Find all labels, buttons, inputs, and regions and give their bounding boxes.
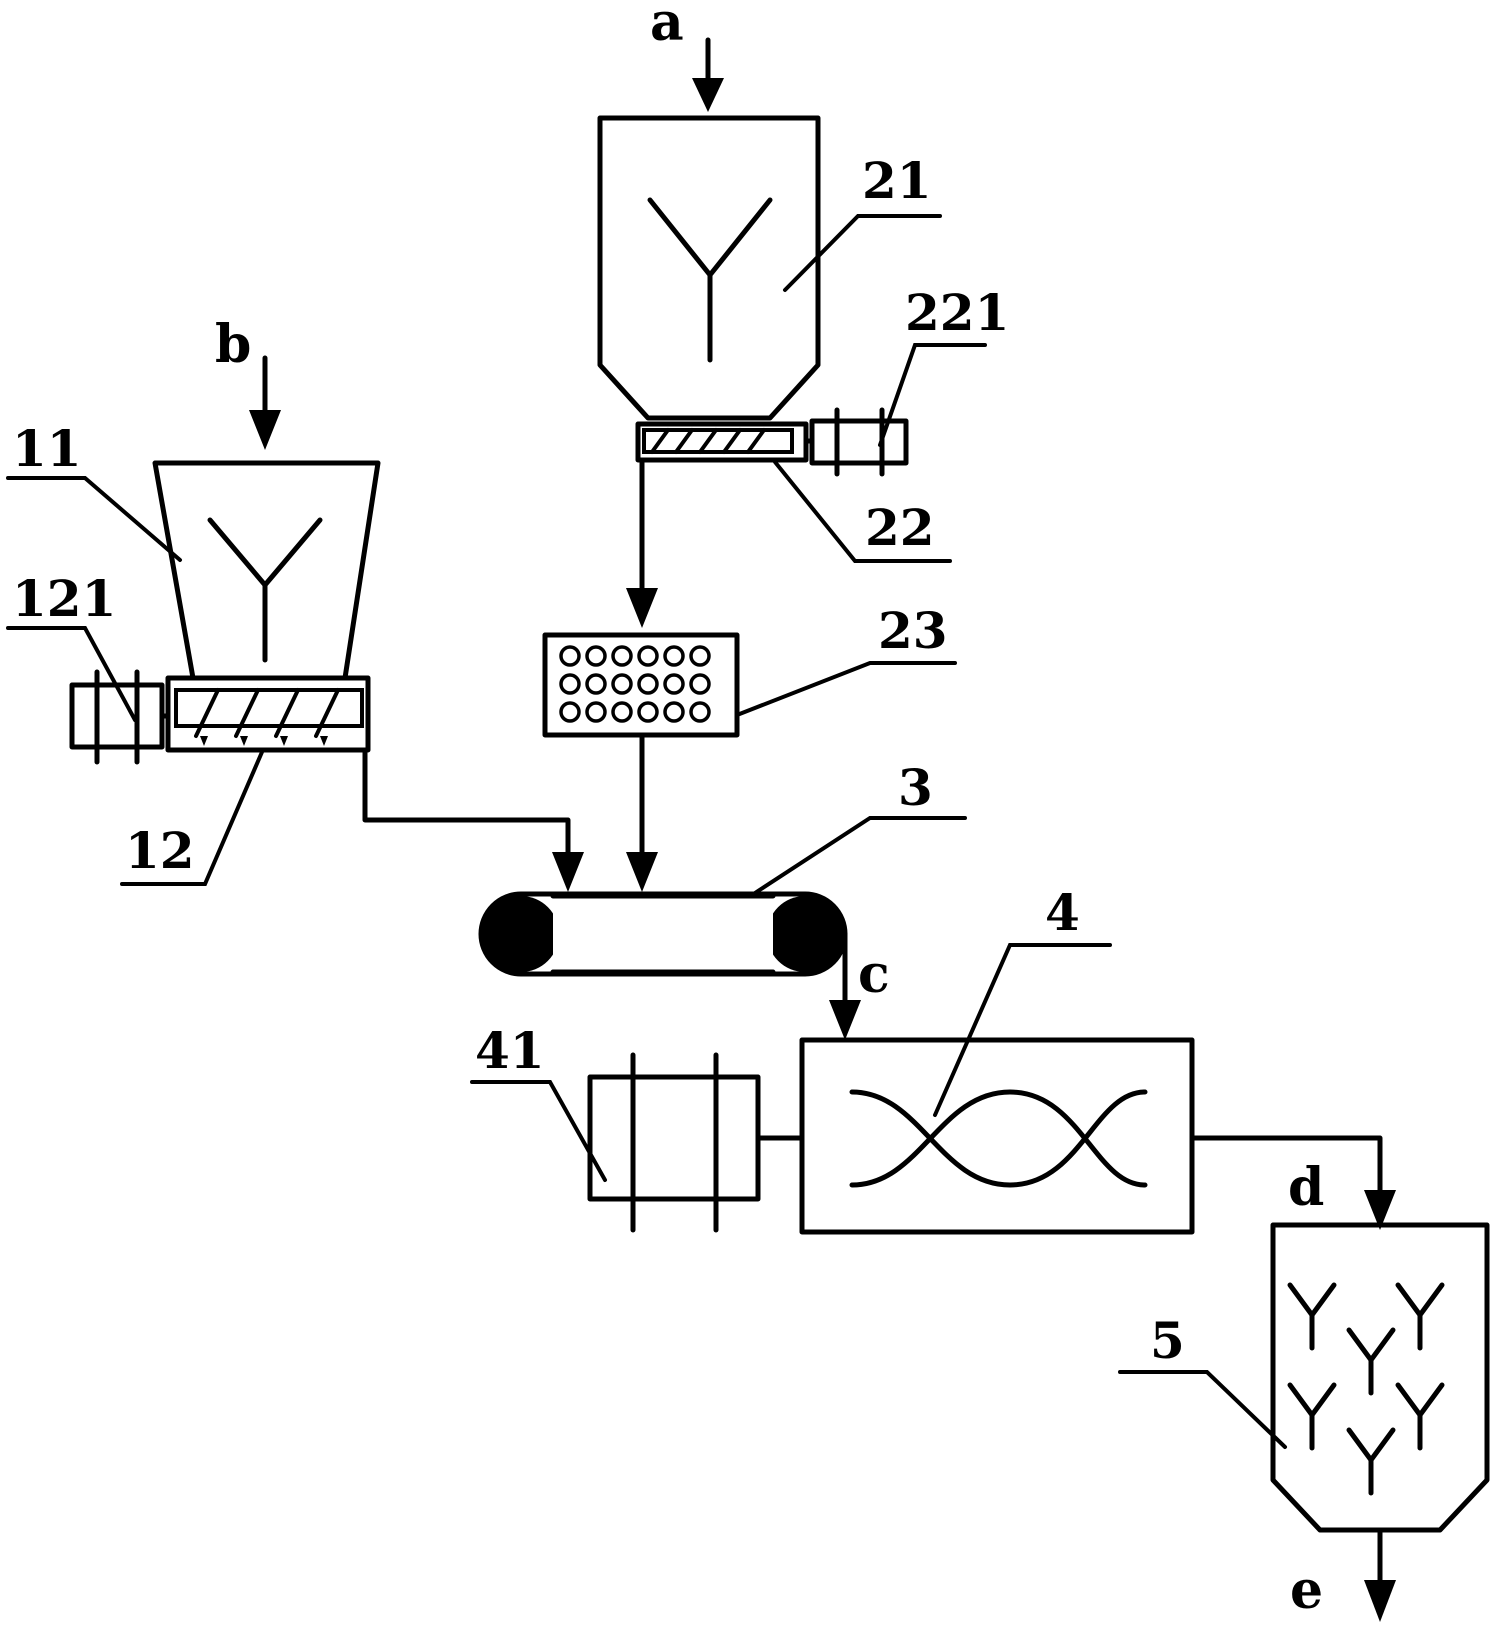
screw-feeder-12 <box>165 675 371 753</box>
flow-arrow-22-to-23 <box>626 457 658 628</box>
motor-41 <box>587 1052 805 1233</box>
label-12: 12 <box>125 821 195 880</box>
label-11: 11 <box>12 419 82 478</box>
flow-arrow-23-to-3 <box>626 732 658 892</box>
feed-arrow-b <box>249 355 281 450</box>
label-d: d <box>1288 1157 1324 1218</box>
crusher-23-rollers <box>559 645 711 723</box>
label-21: 21 <box>862 151 932 210</box>
leader-5 <box>1118 1370 1287 1449</box>
hopper-11 <box>152 460 381 681</box>
label-22: 22 <box>865 498 935 557</box>
label-3: 3 <box>898 758 933 817</box>
mixer-4-agitator <box>849 1089 1148 1188</box>
hopper-11-material-symbol <box>207 517 323 663</box>
label-c: c <box>858 944 890 1005</box>
label-121: 121 <box>12 569 116 628</box>
flow-arrow-d <box>1189 1135 1396 1230</box>
conveyor-3-left-pulley <box>483 896 559 972</box>
leader-4 <box>933 943 1112 1117</box>
label-e: e <box>1290 1560 1323 1621</box>
silo-5 <box>1270 1222 1490 1533</box>
label-221: 221 <box>905 283 1009 342</box>
leader-23 <box>735 661 957 717</box>
crusher-23 <box>542 632 740 738</box>
leader-21 <box>783 214 942 292</box>
screw-feeder-22 <box>635 421 815 463</box>
label-23: 23 <box>878 601 948 660</box>
flow-arrow-12-to-3 <box>362 747 584 892</box>
label-b: b <box>215 314 251 375</box>
leader-41 <box>470 1080 607 1182</box>
label-41: 41 <box>475 1021 545 1080</box>
hopper-21-material-symbol <box>647 197 773 363</box>
flow-arrow-c <box>829 931 861 1040</box>
leader-3 <box>753 816 967 895</box>
silo-5-material-symbols <box>1287 1282 1445 1496</box>
labels: a b c d e 11 121 12 21 221 22 23 3 4 41 … <box>12 0 1324 1621</box>
mixer-4 <box>799 1037 1195 1235</box>
label-a: a <box>650 0 684 53</box>
feed-arrow-a <box>692 37 724 112</box>
hopper-21 <box>597 115 821 421</box>
conveyor-3-right-pulley <box>767 896 843 972</box>
leader-22 <box>773 460 952 563</box>
motor-221 <box>809 407 909 477</box>
leader-121 <box>6 626 137 722</box>
leader-221 <box>878 343 987 447</box>
output-arrow-e <box>1364 1527 1396 1622</box>
motor-121 <box>69 669 171 765</box>
leader-12 <box>120 750 264 886</box>
belt-conveyor-3 <box>478 891 848 977</box>
label-4: 4 <box>1045 883 1080 942</box>
label-5: 5 <box>1150 1311 1185 1370</box>
leader-11 <box>6 476 182 562</box>
leader-lines <box>6 214 1287 1449</box>
